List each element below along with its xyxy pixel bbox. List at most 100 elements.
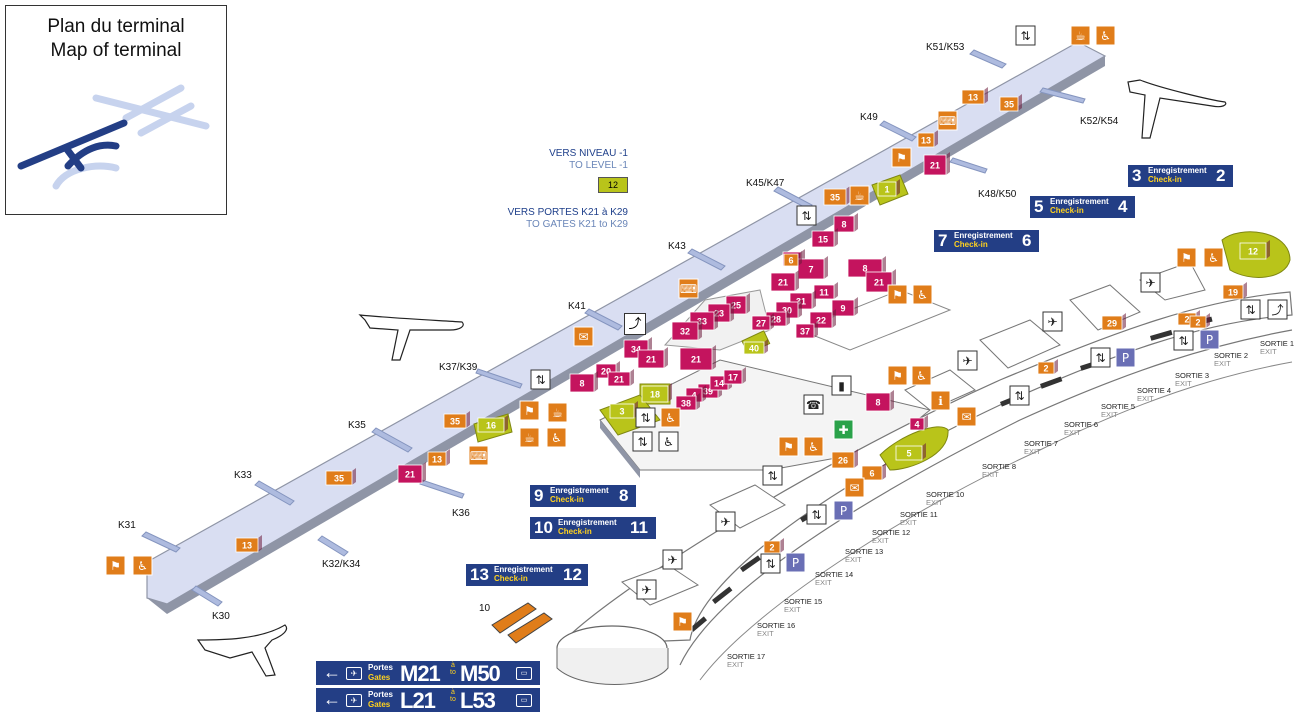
zone-marker[interactable]: 16 xyxy=(477,415,508,433)
shop-marker[interactable]: 4 xyxy=(909,415,928,431)
shop-marker[interactable]: 17 xyxy=(723,367,746,385)
elevator-icon[interactable]: ⇅ xyxy=(796,205,817,226)
checkin-icon[interactable]: ✈ xyxy=(957,350,978,371)
shop-marker[interactable]: 21 xyxy=(397,462,426,484)
elevator-icon[interactable]: ⇅ xyxy=(806,504,827,525)
restroom-icon[interactable]: ♿ xyxy=(911,365,932,386)
shop-marker[interactable]: 15 xyxy=(811,228,838,248)
escalator-icon[interactable]: ⤴ xyxy=(1267,299,1288,320)
shop-marker[interactable]: 21 xyxy=(679,345,716,371)
cafe-icon[interactable]: ☕ xyxy=(849,185,870,206)
service-icon[interactable]: ⚑ xyxy=(672,611,693,632)
zone-marker[interactable]: 12 xyxy=(1239,240,1270,260)
parking-icon[interactable]: P xyxy=(1199,329,1220,350)
elevator-icon[interactable]: ⇅ xyxy=(1015,25,1036,46)
shop-marker[interactable]: 21 xyxy=(637,347,668,369)
service-marker[interactable]: 35 xyxy=(999,94,1022,112)
info-icon[interactable]: ℹ xyxy=(930,390,951,411)
cafe-icon[interactable]: ☕ xyxy=(1070,25,1091,46)
game-icon[interactable]: ⌨ xyxy=(468,445,489,466)
restroom-icon[interactable]: ♿ xyxy=(132,555,153,576)
service-icon[interactable]: ⚑ xyxy=(519,400,540,421)
parking-icon[interactable]: P xyxy=(785,552,806,573)
service-marker[interactable]: 35 xyxy=(823,186,850,206)
checkin-icon[interactable]: ✈ xyxy=(636,579,657,600)
svg-text:⚑: ⚑ xyxy=(524,404,535,418)
game-icon[interactable]: ⌨ xyxy=(678,278,699,299)
service-marker[interactable]: 2 xyxy=(1037,359,1058,375)
service-marker[interactable]: 35 xyxy=(325,468,356,486)
mail-icon[interactable]: ✉ xyxy=(844,477,865,498)
cafe-icon[interactable]: ☕ xyxy=(519,427,540,448)
elevator-icon[interactable]: ⇅ xyxy=(762,465,783,486)
zone-marker[interactable]: 5 xyxy=(895,443,926,461)
service-icon[interactable]: ⚑ xyxy=(887,365,908,386)
service-marker[interactable]: 26 xyxy=(831,449,858,469)
shop-marker[interactable]: 21 xyxy=(923,152,950,176)
service-marker[interactable]: 19 xyxy=(1222,282,1247,300)
service-icon[interactable]: ⚑ xyxy=(891,147,912,168)
service-marker[interactable]: 29 xyxy=(1101,313,1126,331)
marker-number: 32 xyxy=(680,327,690,337)
shop-marker[interactable]: 32 xyxy=(671,319,702,341)
service-marker[interactable]: 13 xyxy=(961,87,988,105)
elevator-icon[interactable]: ⇅ xyxy=(635,407,656,428)
service-marker[interactable]: 13 xyxy=(235,535,262,553)
marker-number: 27 xyxy=(756,319,766,329)
elevator-icon[interactable]: ⇅ xyxy=(632,431,653,452)
service-marker[interactable]: 2 xyxy=(1189,313,1210,329)
service-icon[interactable]: ⚑ xyxy=(887,284,908,305)
shop-marker[interactable]: 11 xyxy=(813,282,838,300)
service-icon[interactable]: ⚑ xyxy=(1176,247,1197,268)
service-marker[interactable]: 13 xyxy=(427,449,450,467)
elevator-icon[interactable]: ⇅ xyxy=(1173,330,1194,351)
service-icon[interactable]: ⚑ xyxy=(105,555,126,576)
checkin-icon[interactable]: ✈ xyxy=(1042,311,1063,332)
shop-marker[interactable]: 7 xyxy=(797,256,828,280)
mail-icon[interactable]: ✉ xyxy=(573,326,594,347)
restroom-icon[interactable]: ♿ xyxy=(546,427,567,448)
elevator-icon[interactable]: ⇅ xyxy=(1090,347,1111,368)
checkin-icon[interactable]: ✈ xyxy=(662,549,683,570)
accessibility-icon[interactable]: ♿ xyxy=(658,431,679,452)
restroom-icon[interactable]: ♿ xyxy=(912,284,933,305)
cafe-icon[interactable]: ☕ xyxy=(547,402,568,423)
shop-marker[interactable]: 9 xyxy=(831,297,858,317)
service-icon[interactable]: ⚑ xyxy=(778,436,799,457)
elevator-icon[interactable]: ⇅ xyxy=(760,553,781,574)
atm-icon[interactable]: ▮ xyxy=(831,375,852,396)
shop-marker[interactable]: 21 xyxy=(607,369,634,387)
restroom-icon[interactable]: ♿ xyxy=(1095,25,1116,46)
zone-marker[interactable]: 3 xyxy=(609,401,638,419)
parking-icon[interactable]: P xyxy=(833,500,854,521)
restroom-icon[interactable]: ♿ xyxy=(1203,247,1224,268)
restroom-icon[interactable]: ♿ xyxy=(803,436,824,457)
game-icon[interactable]: ⌨ xyxy=(937,110,958,131)
shop-marker[interactable]: 27 xyxy=(751,313,774,331)
checkin-icon[interactable]: ✈ xyxy=(1140,272,1161,293)
shop-marker[interactable]: 8 xyxy=(569,371,598,393)
zone-marker[interactable]: 1 xyxy=(877,179,900,197)
service-marker[interactable]: 6 xyxy=(861,463,886,481)
service-marker[interactable]: 35 xyxy=(443,411,470,429)
zone-marker[interactable]: 18 xyxy=(641,383,672,403)
service-marker[interactable]: 2 xyxy=(763,538,784,554)
elevator-icon[interactable]: ⇅ xyxy=(1240,299,1261,320)
elevator-icon[interactable]: ⇅ xyxy=(1009,385,1030,406)
shop-marker[interactable]: 8 xyxy=(833,213,858,233)
restroom-icon[interactable]: ♿ xyxy=(660,407,681,428)
checkin-icon[interactable]: ✈ xyxy=(715,511,736,532)
shop-marker[interactable]: 38 xyxy=(675,393,700,411)
service-marker[interactable]: 13 xyxy=(917,130,938,148)
service-marker[interactable]: 6 xyxy=(783,251,802,267)
shop-marker[interactable]: 8 xyxy=(865,390,894,412)
zone-marker[interactable]: 40 xyxy=(743,339,768,355)
first-aid-icon[interactable]: ✚ xyxy=(833,419,854,440)
elevator-icon[interactable]: ⇅ xyxy=(530,369,551,390)
shop-marker[interactable]: 37 xyxy=(795,321,818,339)
phone-icon[interactable]: ☎ xyxy=(803,394,824,415)
mail-icon[interactable]: ✉ xyxy=(956,406,977,427)
shop-marker[interactable]: 21 xyxy=(770,270,799,292)
parking-icon[interactable]: P xyxy=(1115,347,1136,368)
marker-number: 18 xyxy=(650,390,660,400)
